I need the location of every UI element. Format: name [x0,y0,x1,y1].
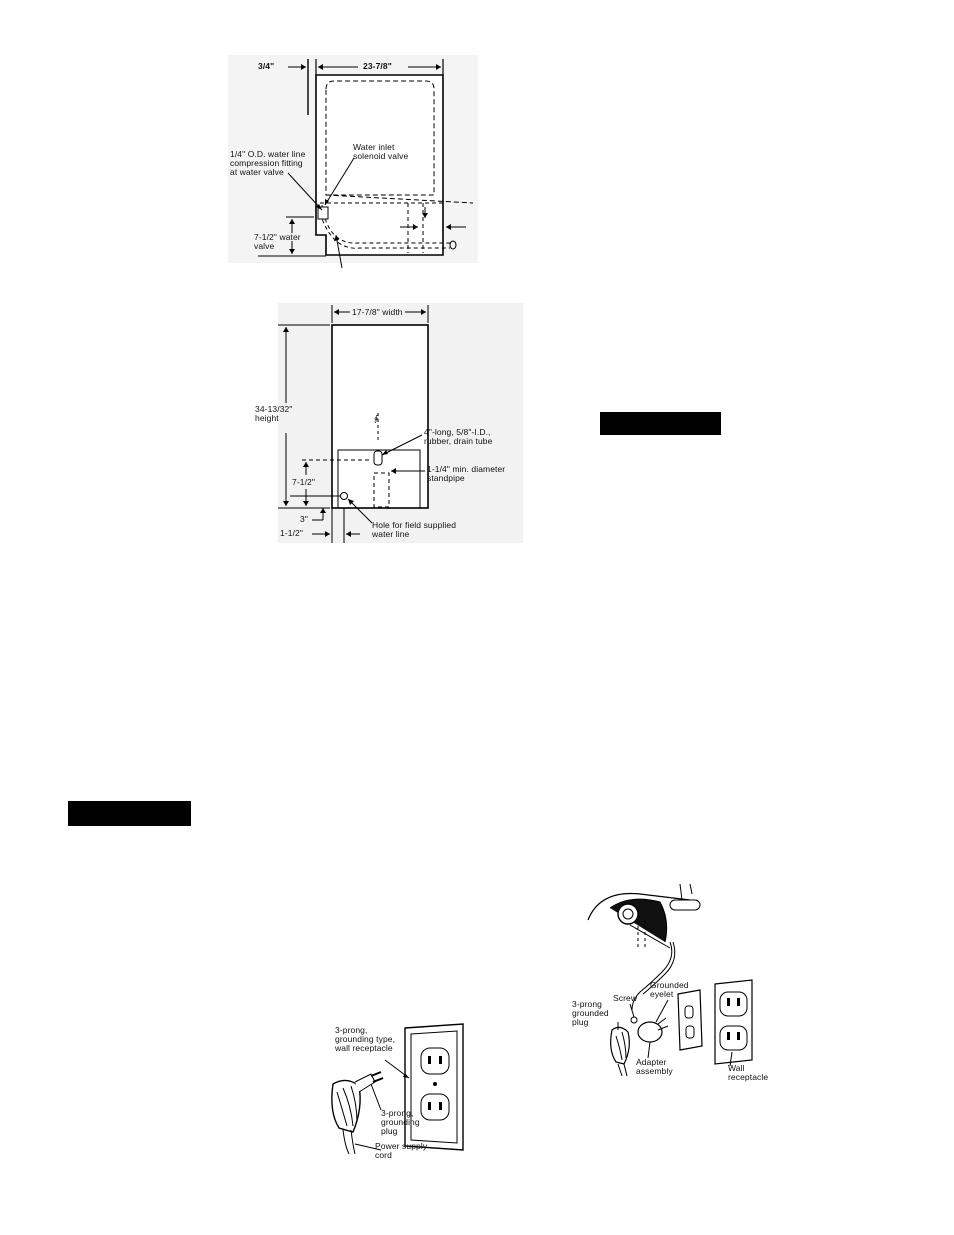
dim-7-1-2-label: 7-1/2" [292,477,315,487]
plug-label: 3-prong, grounding plug [381,1108,420,1136]
receptacle-label: 3-prong, grounding type, wall receptacle [335,1025,396,1053]
power-cord-label: Power supply cord [375,1141,428,1160]
adapter-assembly-drawing [587,883,753,1077]
solenoid-label: Water inlet solenoid valve [353,142,409,161]
offset-dimension: 3/4" [258,61,275,71]
svg-text:∳: ∳ [374,414,379,423]
figure-grounding-plug: 3-prong, grounding type, wall receptacle… [325,1022,475,1162]
front-height-label: 34-13/32" height [255,404,293,423]
grounding-plug-drawing [331,1023,464,1155]
screw-label: Screw [613,993,638,1003]
figure-front-view: ∳ 17-7/8" width 34-13/32" height 4"-long… [250,303,525,543]
section-heading-bar-left [68,801,191,826]
valve-height-label: 7-1/2" water valve [254,232,301,251]
dim-3-label: 3" [300,514,308,524]
width-dimension: 23-7/8" [363,61,392,71]
drain-tube-label: 4"-long, 5/8"-I.D., rubber, drain tube [424,427,493,446]
adapter-assembly-label: Adapter assembly [636,1057,673,1076]
figure-side-view: 3/4" 23-7/8" 1/4" O.D. water line compre… [228,55,478,270]
figure-adapter-assembly: Grounded eyelet Screw 3-prong grounded p… [570,880,769,1082]
dim-1-1-2-label: 1-1/2" [280,528,303,538]
grounded-eyelet-label: Grounded eyelet [650,980,689,999]
front-view-drawing: ∳ [278,303,523,543]
hole-label: Hole for field supplied water line [372,520,457,539]
wall-receptacle-label: Wall receptacle [728,1063,769,1082]
fitting-label: 1/4" O.D. water line compression fitting… [230,149,306,177]
standpipe-label: 1-1/4" min. diameter standpipe [427,464,506,483]
section-heading-bar-right [600,412,721,435]
side-view-drawing [228,55,478,269]
grounded-plug-label: 3-prong grounded plug [572,999,609,1027]
front-width-label: 17-7/8" width [352,307,403,317]
